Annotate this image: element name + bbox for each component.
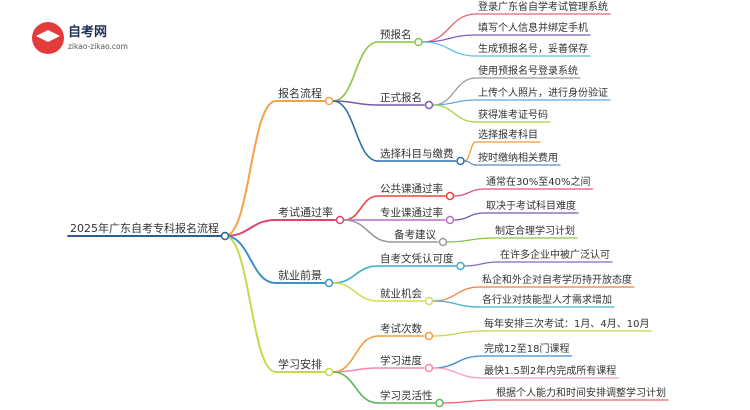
sub-link (332, 371, 379, 404)
branch-node: 报名流程 (278, 86, 322, 100)
leaf-link (432, 330, 483, 337)
leaf-node: 通常在30%至40%之间 (486, 175, 590, 188)
leaf-node: 按时缴纳相关费用 (478, 151, 558, 164)
leaf-link (432, 99, 477, 106)
branch-node: 考试通过率 (278, 205, 333, 219)
sub-link (332, 100, 379, 106)
sub-dot (456, 261, 465, 271)
leaf-link (453, 212, 485, 221)
branch-link (224, 100, 277, 237)
sub-dot (438, 237, 448, 247)
sub-node: 自考文凭认可度 (380, 252, 454, 265)
leaf-link (432, 286, 481, 302)
leaf-link (463, 261, 499, 267)
sub-node: 正式报名 (380, 91, 422, 104)
sub-dot (424, 100, 434, 110)
sub-link (332, 100, 379, 162)
sub-dot (445, 215, 455, 225)
root-dot (220, 231, 230, 241)
logo: 自考网 zikao-zikao.com (32, 22, 128, 54)
sub-node: 学习进度 (380, 354, 422, 367)
sub-dot (424, 331, 434, 341)
leaf-link (432, 367, 483, 379)
leaf-node: 选择报考科目 (478, 128, 538, 141)
sub-link (332, 282, 379, 302)
leaf-link (432, 355, 483, 369)
sub-link (343, 219, 393, 243)
sub-link (343, 195, 379, 221)
sub-dot (424, 296, 434, 306)
branch-node: 学习安排 (278, 357, 322, 371)
branch-link (224, 235, 277, 284)
leaf-link (432, 300, 481, 308)
sub-node: 考试次数 (380, 322, 422, 335)
cap-shape (36, 30, 60, 42)
sub-dot (414, 37, 423, 47)
branch-link (224, 219, 277, 237)
nodes: 2025年广东自考专科报名流程 报名流程 预报名 登录广东省自学考试管理系统填写个人信… (70, 0, 666, 408)
leaf-node: 生成预报名号，妥善保存 (478, 42, 588, 55)
sub-link (332, 265, 379, 284)
leaf-link (446, 237, 494, 243)
leaf-node: 取决于考试科目难度 (486, 199, 576, 212)
leaf-node: 完成12至18门课程 (484, 342, 569, 355)
leaf-node: 每年安排三次考试：1月、4月、10月 (484, 317, 649, 330)
leaf-node: 根据个人能力和时间安排调整学习计划 (496, 386, 666, 399)
leaf-node: 使用预报名号登录系统 (478, 64, 578, 77)
leaf-link (421, 13, 477, 43)
logo-title: 自考网 (68, 24, 107, 40)
leaf-node: 制定合理学习计划 (495, 224, 575, 237)
leaf-node: 上传个人照片，进行身份验证 (478, 86, 608, 99)
sub-node: 选择科目与缴费 (380, 147, 454, 160)
branch-dot (335, 215, 345, 225)
sub-dot (456, 156, 465, 166)
leaf-link (463, 160, 477, 166)
leaf-node: 私企和外企对自考学历持开放态度 (482, 273, 632, 286)
sub-dot (435, 398, 444, 408)
leaf-node: 填写个人信息并绑定手机 (478, 21, 588, 34)
branch-node: 就业前景 (278, 268, 322, 282)
leaf-link (421, 41, 477, 57)
leaf-node: 在许多企业中被广泛认可 (500, 248, 610, 261)
sub-node: 学习灵活性 (380, 389, 433, 402)
leaf-node: 最快1.5到2年内完成所有课程 (484, 364, 616, 377)
sub-dot (424, 363, 434, 373)
leaf-link (432, 104, 477, 123)
leaf-node: 登录广东省自学考试管理系统 (478, 0, 608, 13)
sub-link (332, 41, 379, 102)
leaf-link (442, 399, 495, 404)
sub-node: 专业课通过率 (380, 206, 443, 219)
leaf-link (453, 188, 485, 197)
logo-url: zikao-zikao.com (68, 42, 128, 51)
leaf-link (463, 141, 477, 162)
sub-node: 备考建议 (394, 228, 436, 241)
root-node: 2025年广东自考专科报名流程 (70, 221, 219, 235)
branch-dot (324, 278, 334, 288)
connections (67, 13, 669, 404)
sub-link (332, 335, 379, 373)
leaf-node: 获得准考证号码 (478, 109, 548, 121)
leaf-node: 各行业对技能型人才需求增加 (482, 293, 612, 306)
sub-node: 公共课通过率 (380, 182, 443, 195)
sub-dot (445, 191, 455, 201)
sub-node: 就业机会 (380, 287, 422, 300)
branch-dot (324, 367, 334, 377)
branch-link (224, 235, 277, 373)
leaf-link (432, 77, 477, 106)
branch-dot (324, 96, 334, 106)
sub-node: 预报名 (380, 28, 412, 41)
